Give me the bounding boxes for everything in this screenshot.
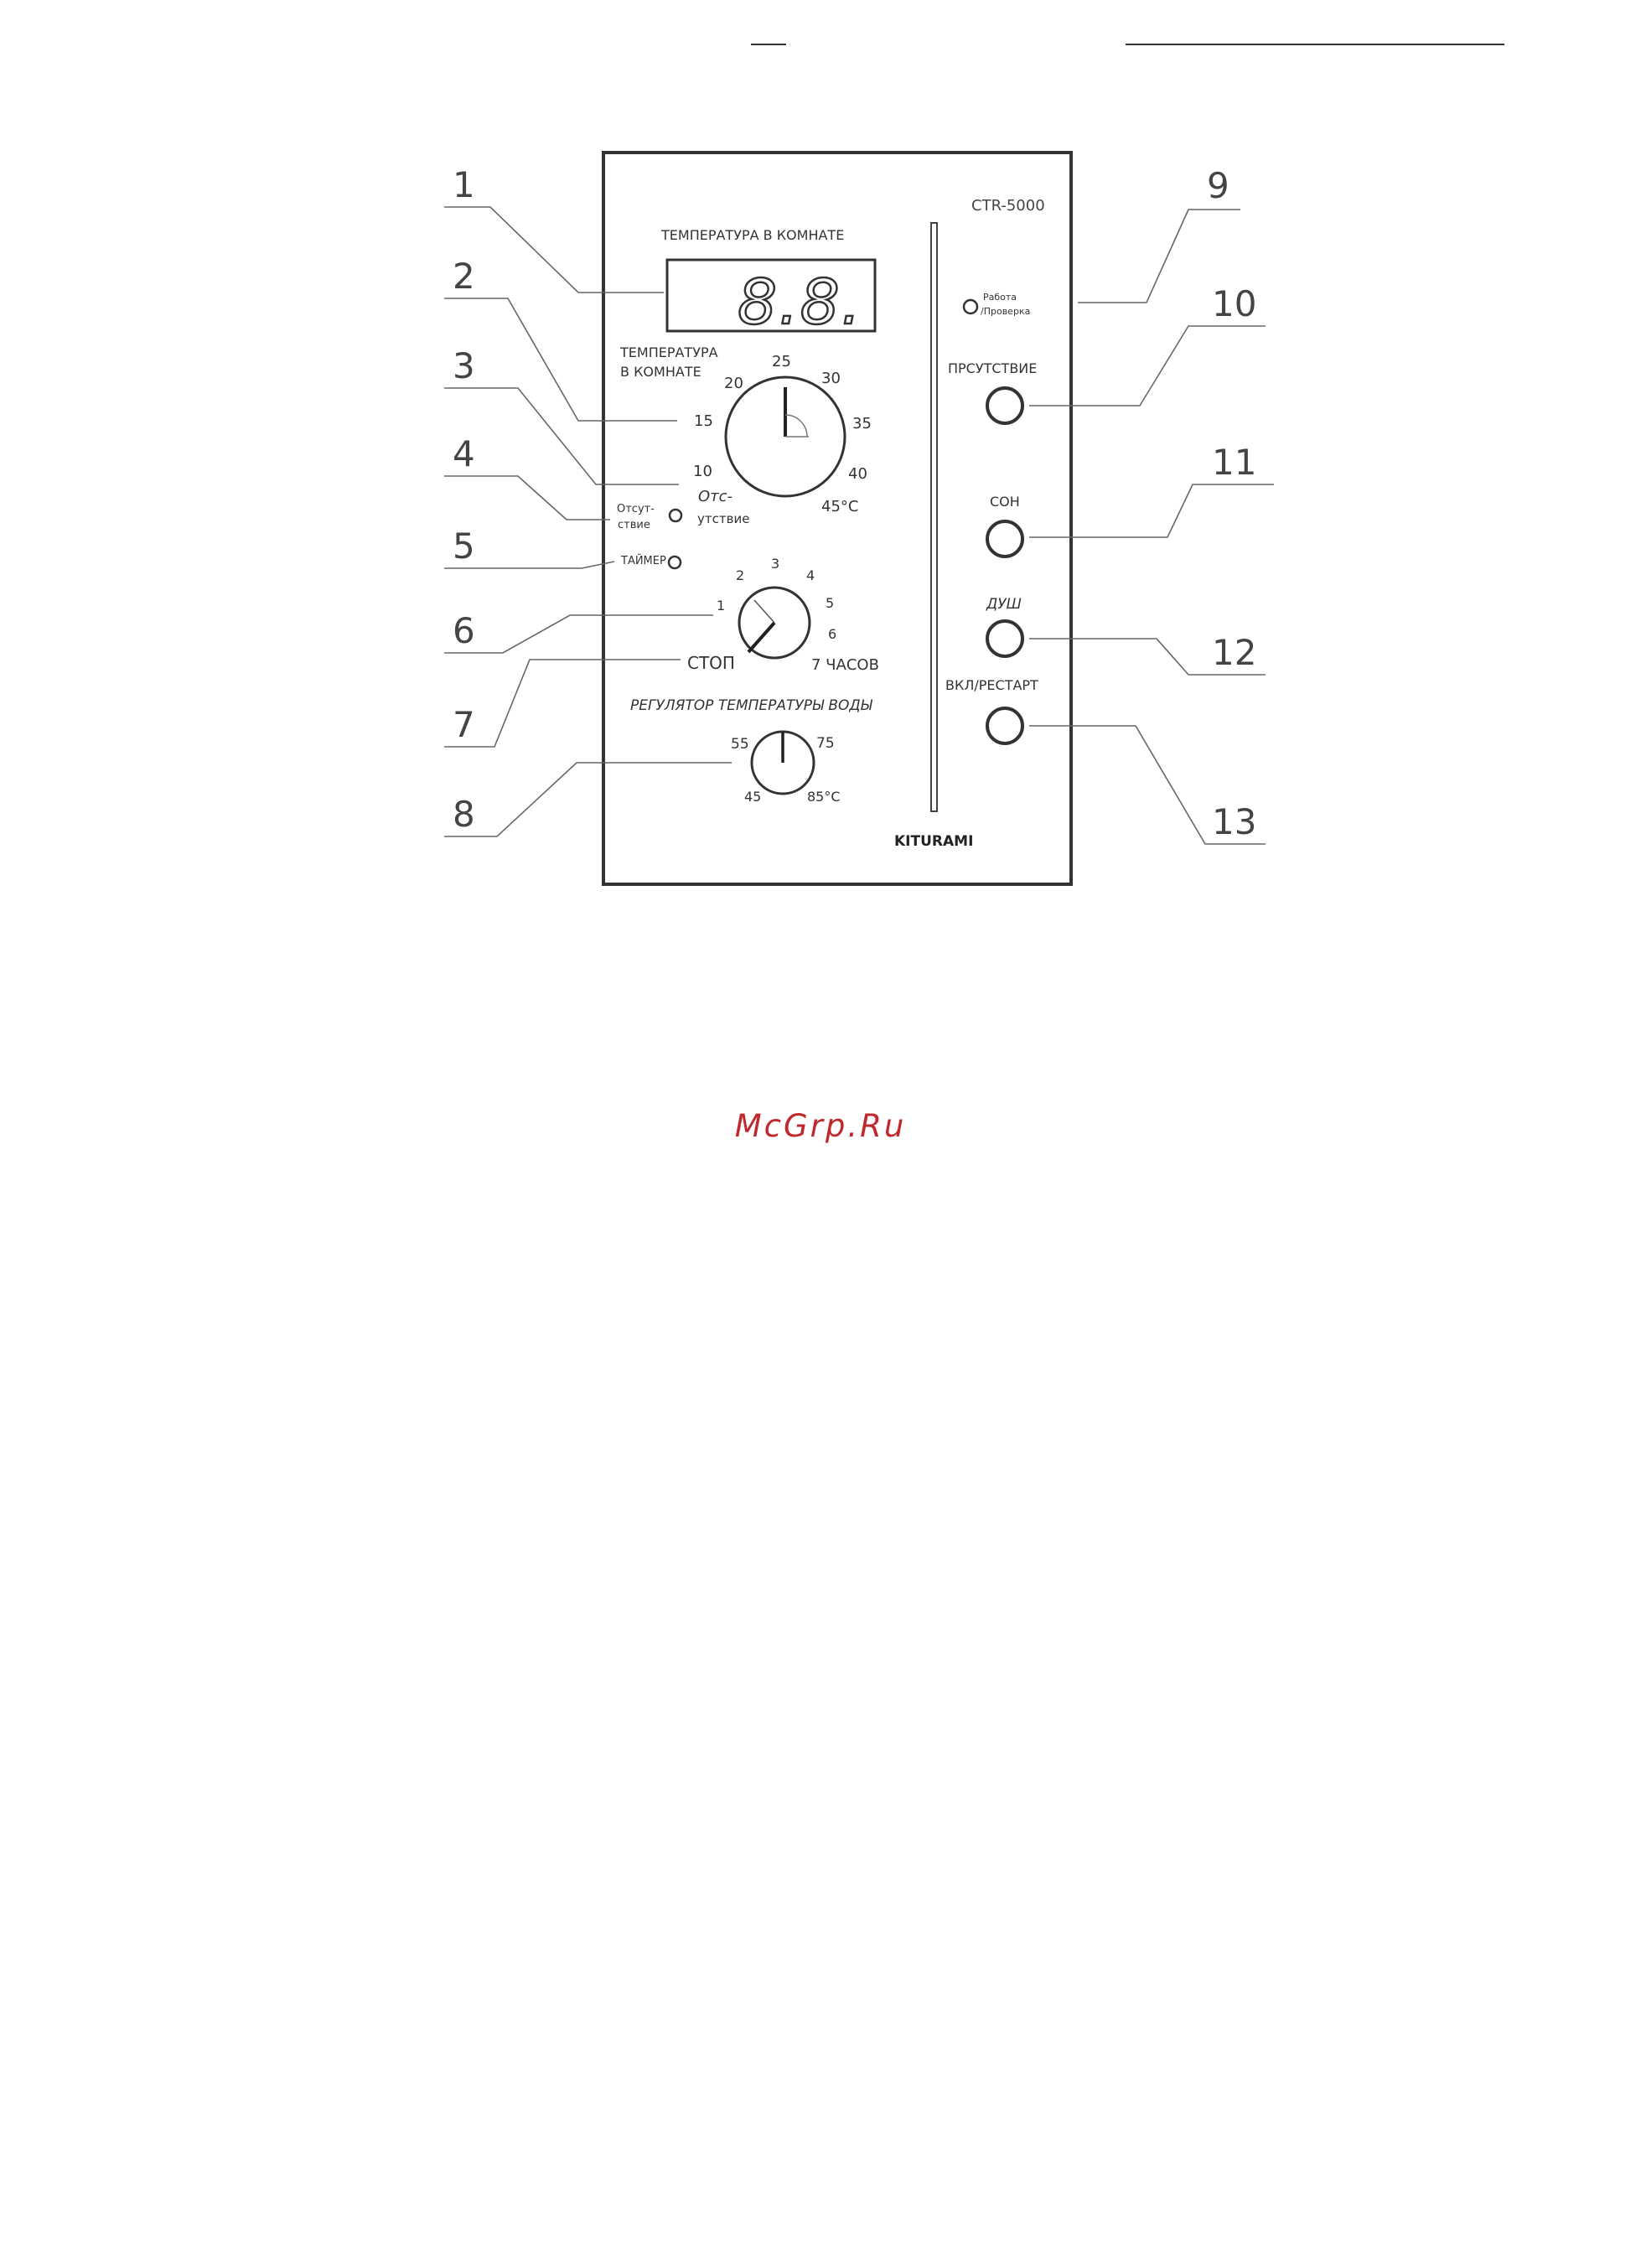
absence-indicator-led <box>670 510 681 521</box>
model-label: CTR-5000 <box>971 197 1045 215</box>
restart-button-label: ВКЛ/РЕСТАРТ <box>945 677 1038 693</box>
water-scale-55: 55 <box>731 736 749 753</box>
callout-12: 12 <box>1212 632 1256 673</box>
sleep-button[interactable] <box>987 521 1022 557</box>
shower-button[interactable] <box>987 621 1022 656</box>
timer-label: ТАЙМЕР <box>620 554 666 567</box>
timer-scale-1: 1 <box>717 598 725 614</box>
room-scale-35: 35 <box>852 415 872 432</box>
watermark: McGrp.Ru <box>0 1108 1641 1144</box>
callout-9: 9 <box>1207 165 1229 206</box>
callout-13: 13 <box>1212 801 1256 842</box>
room-off-line2: утствие <box>697 511 749 526</box>
timer-hours-label: 7 ЧАСОВ <box>811 656 879 674</box>
callout-6: 6 <box>453 610 475 651</box>
timer-scale-6: 6 <box>828 626 836 642</box>
callout-7: 7 <box>453 704 475 745</box>
room-off-line1: Отс- <box>698 488 732 505</box>
water-scale-75: 75 <box>816 735 835 752</box>
room-scale-10: 10 <box>693 463 712 480</box>
room-scale-20: 20 <box>724 375 743 392</box>
timer-scale-3: 3 <box>771 556 779 572</box>
absence-label-line2: ствие <box>618 519 650 531</box>
timer-scale-5: 5 <box>826 595 834 611</box>
absence-label-line1: Отсут- <box>617 503 655 515</box>
shower-button-label: ДУШ <box>986 596 1022 613</box>
brand-label: KITURAMI <box>894 833 973 850</box>
panel-divider <box>931 223 937 811</box>
sleep-button-label: СОН <box>990 494 1020 510</box>
display-value: 8.8. <box>738 267 862 339</box>
leader-4 <box>444 476 610 520</box>
room-dial-title-line1: ТЕМПЕРАТУРА <box>619 344 718 360</box>
display-title: ТЕМПЕРАТУРА В КОМНАТЕ <box>660 227 844 243</box>
timer-scale-4: 4 <box>806 567 815 583</box>
status-label-line1: Работа <box>983 292 1017 303</box>
room-dial-title-line2: В КОМНАТЕ <box>620 364 701 380</box>
timer-scale-2: 2 <box>736 567 744 583</box>
callout-4: 4 <box>453 433 475 474</box>
room-scale-25: 25 <box>772 353 791 370</box>
room-scale-15: 15 <box>694 412 713 430</box>
room-scale-40: 40 <box>848 465 867 483</box>
status-label-line2: /Проверка <box>981 306 1030 317</box>
callout-5: 5 <box>453 526 475 567</box>
callout-2: 2 <box>453 256 475 297</box>
room-scale-30: 30 <box>821 370 841 387</box>
restart-button[interactable] <box>987 708 1022 743</box>
status-indicator-led <box>964 300 977 313</box>
room-scale-45: 45°C <box>821 498 858 515</box>
presence-button[interactable] <box>987 388 1022 423</box>
water-scale-45: 45 <box>744 789 761 805</box>
presence-button-label: ПРСУТСТВИЕ <box>948 360 1037 376</box>
callout-1: 1 <box>453 164 475 205</box>
callout-3: 3 <box>453 345 475 386</box>
timer-indicator-led <box>669 557 681 568</box>
timer-stop-label: СТОП <box>687 653 735 673</box>
callout-11: 11 <box>1212 442 1256 483</box>
callout-8: 8 <box>453 794 475 835</box>
callout-10: 10 <box>1212 283 1256 324</box>
water-dial-title: РЕГУЛЯТОР ТЕМПЕРАТУРЫ ВОДЫ <box>630 697 873 714</box>
water-scale-85: 85°C <box>807 789 841 805</box>
